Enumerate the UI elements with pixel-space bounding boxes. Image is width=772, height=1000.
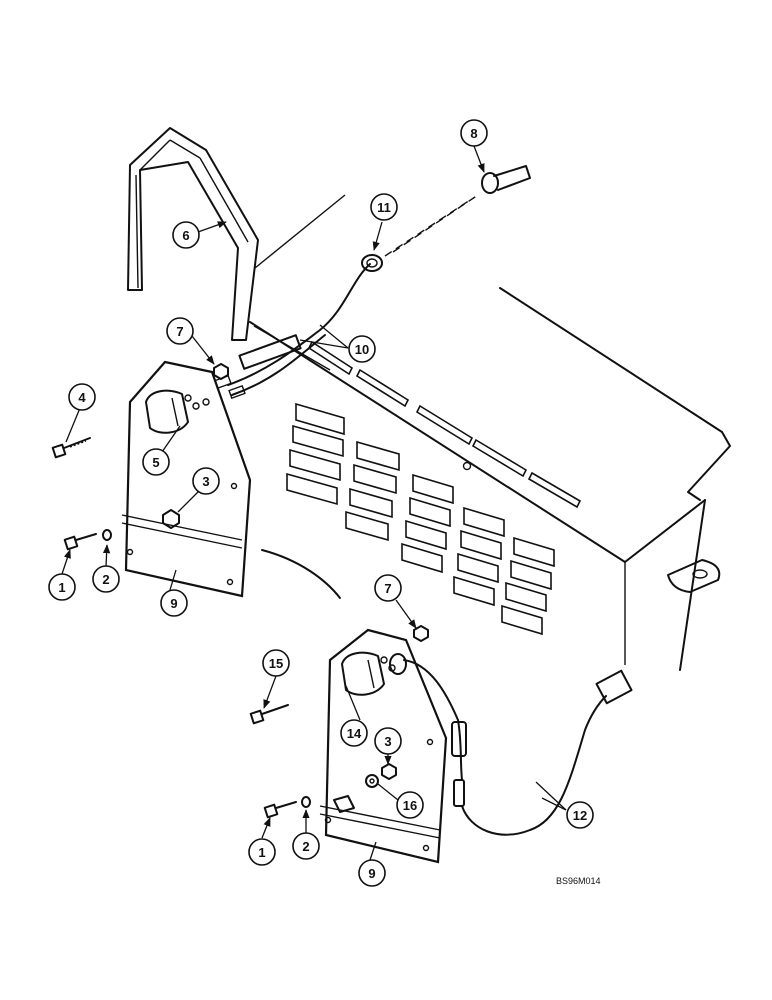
callout-1-lower: 1 [248, 838, 276, 866]
callout-3-lower: 3 [374, 727, 402, 755]
callout-5: 5 [142, 448, 170, 476]
callout-6: 6 [172, 221, 200, 249]
callout-9-upper: 9 [160, 589, 188, 617]
bolt-1-upper [63, 529, 112, 551]
callout-10: 10 [348, 335, 376, 363]
callout-7-lower: 7 [374, 574, 402, 602]
callout-3-upper: 3 [192, 467, 220, 495]
bolt-1-lower [263, 796, 311, 819]
svg-text:15: 15 [269, 656, 283, 671]
cable-segment [261, 549, 341, 599]
svg-text:9: 9 [170, 596, 177, 611]
svg-text:3: 3 [384, 734, 391, 749]
callout-1-upper: 1 [48, 573, 76, 601]
svg-text:3: 3 [202, 474, 209, 489]
upper-slot-row [307, 340, 582, 509]
svg-text:8: 8 [470, 126, 477, 141]
svg-text:5: 5 [152, 455, 159, 470]
upper-lamp-bracket [121, 360, 252, 598]
svg-text:1: 1 [258, 845, 265, 860]
callout-8: 8 [460, 119, 488, 147]
roll-bar [127, 127, 259, 341]
upper-harness [214, 165, 531, 400]
bolt-15 [249, 704, 289, 725]
drawing-code: BS96M014 [556, 876, 601, 886]
svg-text:7: 7 [176, 324, 183, 339]
callout-2-lower: 2 [292, 832, 320, 860]
svg-text:6: 6 [182, 228, 189, 243]
svg-text:16: 16 [403, 798, 417, 813]
svg-text:4: 4 [78, 390, 86, 405]
svg-text:7: 7 [384, 581, 391, 596]
callout-4: 4 [68, 383, 96, 411]
callout-16: 16 [396, 791, 424, 819]
machine-body [249, 194, 731, 671]
vent-grille [286, 402, 555, 636]
svg-text:2: 2 [102, 572, 109, 587]
callout-9-lower: 9 [358, 859, 386, 887]
svg-text:11: 11 [377, 200, 391, 215]
svg-text:1: 1 [58, 580, 65, 595]
svg-text:14: 14 [347, 726, 362, 741]
callout-2-upper: 2 [92, 565, 120, 593]
svg-text:2: 2 [302, 839, 309, 854]
bolt-4 [51, 437, 91, 459]
callout-15: 15 [262, 649, 290, 677]
callout-7-upper: 7 [166, 317, 194, 345]
callout-12: 12 [566, 801, 594, 829]
svg-text:10: 10 [355, 342, 369, 357]
callout-14: 14 [340, 719, 368, 747]
svg-text:9: 9 [368, 866, 375, 881]
callout-11: 11 [370, 193, 398, 221]
svg-text:12: 12 [573, 808, 587, 823]
